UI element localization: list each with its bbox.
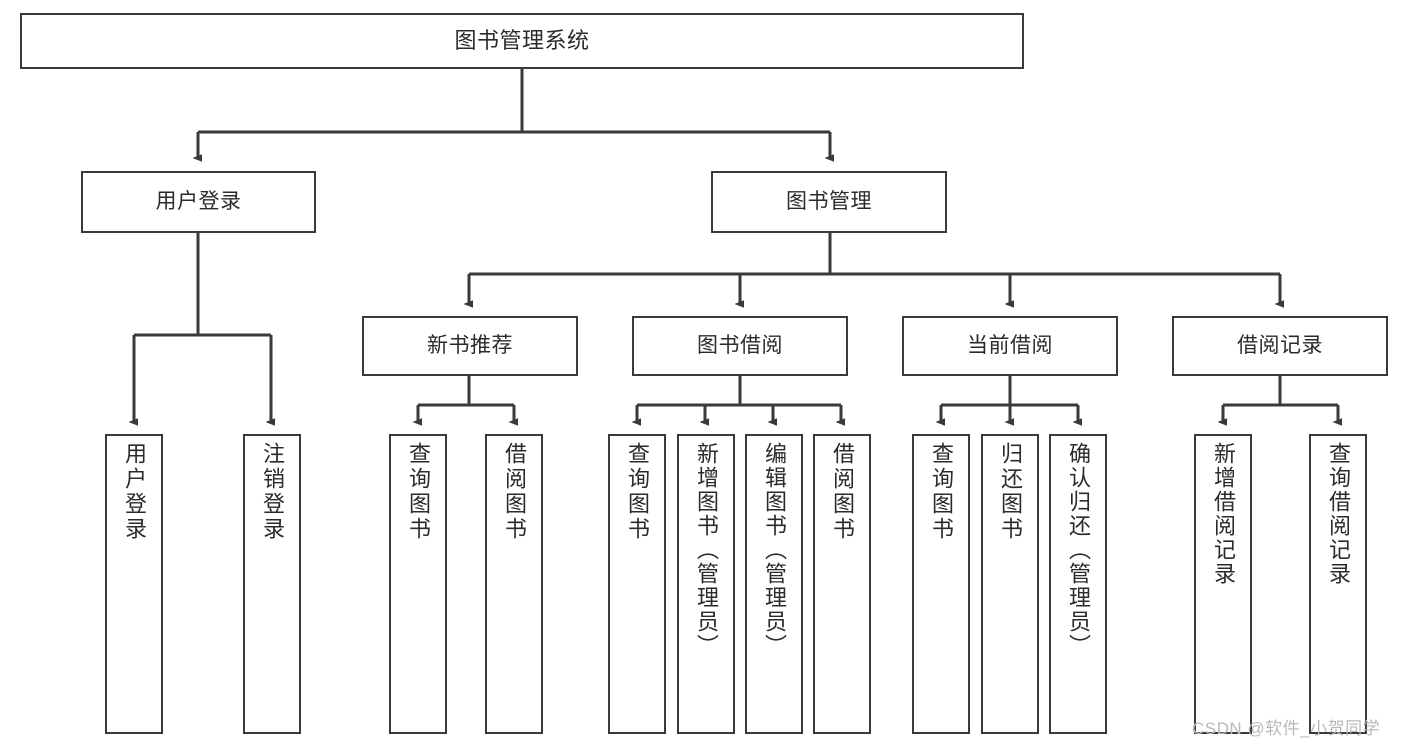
leaf-edit-book-admin[interactable]: 编辑图书（管理员） <box>745 434 803 734</box>
node-borrow-record[interactable]: 借阅记录 <box>1172 316 1388 376</box>
node-label: 编辑图书（管理员） <box>762 442 787 658</box>
node-label: 确认归还（管理员） <box>1066 442 1091 658</box>
node-label: 用户登录 <box>155 190 242 214</box>
leaf-query-borrow-record[interactable]: 查询借阅记录 <box>1309 434 1367 734</box>
node-label: 图书借阅 <box>697 334 783 358</box>
node-book-borrow[interactable]: 图书借阅 <box>632 316 848 376</box>
leaf-logout[interactable]: 注销登录 <box>243 434 301 734</box>
node-label: 查询图书 <box>625 442 650 542</box>
node-label: 查询图书 <box>406 442 431 542</box>
node-label: 图书管理系统 <box>454 27 590 53</box>
node-new-book-recommend[interactable]: 新书推荐 <box>362 316 578 376</box>
leaf-query-book-currentborrow[interactable]: 查询图书 <box>912 434 970 734</box>
node-book-management[interactable]: 图书管理 <box>711 171 947 233</box>
node-label: 查询借阅记录 <box>1326 442 1351 586</box>
leaf-query-book-newbook[interactable]: 查询图书 <box>389 434 447 734</box>
node-current-borrow[interactable]: 当前借阅 <box>902 316 1118 376</box>
node-label: 借阅记录 <box>1237 334 1323 358</box>
leaf-borrow-book-bookborrow[interactable]: 借阅图书 <box>813 434 871 734</box>
leaf-user-login[interactable]: 用户登录 <box>105 434 163 734</box>
node-label: 归还图书 <box>998 442 1023 542</box>
node-label: 当前借阅 <box>967 334 1053 358</box>
node-label: 查询图书 <box>929 442 954 542</box>
node-label: 用户登录 <box>122 442 147 542</box>
node-label: 注销登录 <box>260 442 285 542</box>
leaf-return-book[interactable]: 归还图书 <box>981 434 1039 734</box>
leaf-add-book-admin[interactable]: 新增图书（管理员） <box>677 434 735 734</box>
leaf-confirm-return-admin[interactable]: 确认归还（管理员） <box>1049 434 1107 734</box>
node-root-system[interactable]: 图书管理系统 <box>20 13 1024 69</box>
leaf-query-book-bookborrow[interactable]: 查询图书 <box>608 434 666 734</box>
node-label: 借阅图书 <box>502 442 527 542</box>
node-label: 图书管理 <box>786 190 872 214</box>
node-label: 新增图书（管理员） <box>694 442 719 658</box>
leaf-add-borrow-record[interactable]: 新增借阅记录 <box>1194 434 1252 734</box>
node-label: 新增借阅记录 <box>1211 442 1236 586</box>
csdn-watermark: CSDN @软件_小贺同学 <box>1192 719 1381 738</box>
node-label: 借阅图书 <box>830 442 855 542</box>
node-label: 新书推荐 <box>427 334 513 358</box>
leaf-borrow-book-newbook[interactable]: 借阅图书 <box>485 434 543 734</box>
node-user-login[interactable]: 用户登录 <box>81 171 316 233</box>
